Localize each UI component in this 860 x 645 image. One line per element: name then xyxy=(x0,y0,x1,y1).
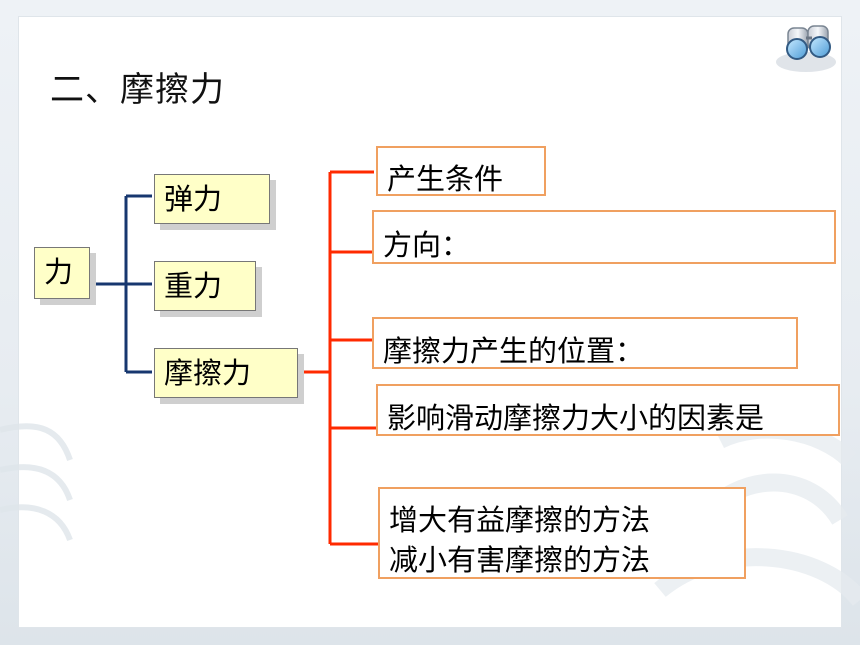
slide-title: 二、摩擦力 xyxy=(50,70,225,110)
detail-text: 产生条件 xyxy=(387,162,504,196)
detail-box-position: 摩擦力产生的位置： xyxy=(372,317,798,369)
detail-text: 减小有害摩擦的方法 xyxy=(389,543,651,577)
branch-node-friction: 摩擦力 xyxy=(154,348,298,398)
detail-box-direction: 方向： xyxy=(372,210,836,264)
detail-text: 方向： xyxy=(383,228,471,262)
detail-box-conditions: 产生条件 xyxy=(376,146,546,196)
root-node: 力 xyxy=(34,247,90,299)
binoculars-icon xyxy=(776,25,836,72)
branch-node-gravity: 重力 xyxy=(154,261,256,311)
detail-box-factors: 影响滑动摩擦力大小的因素是 xyxy=(376,384,840,436)
detail-text: 影响滑动摩擦力大小的因素是 xyxy=(387,401,765,435)
branch-node-elastic: 弹力 xyxy=(154,174,270,224)
detail-box-methods: 增大有益摩擦的方法 减小有害摩擦的方法 xyxy=(378,487,746,579)
root-node-label: 力 xyxy=(44,255,74,289)
detail-text: 增大有益摩擦的方法 xyxy=(389,503,651,537)
detail-text: 摩擦力产生的位置： xyxy=(383,334,645,368)
branch-node-label: 摩擦力 xyxy=(164,356,252,390)
branch-node-label: 弹力 xyxy=(164,182,223,216)
branch-node-label: 重力 xyxy=(164,269,223,303)
